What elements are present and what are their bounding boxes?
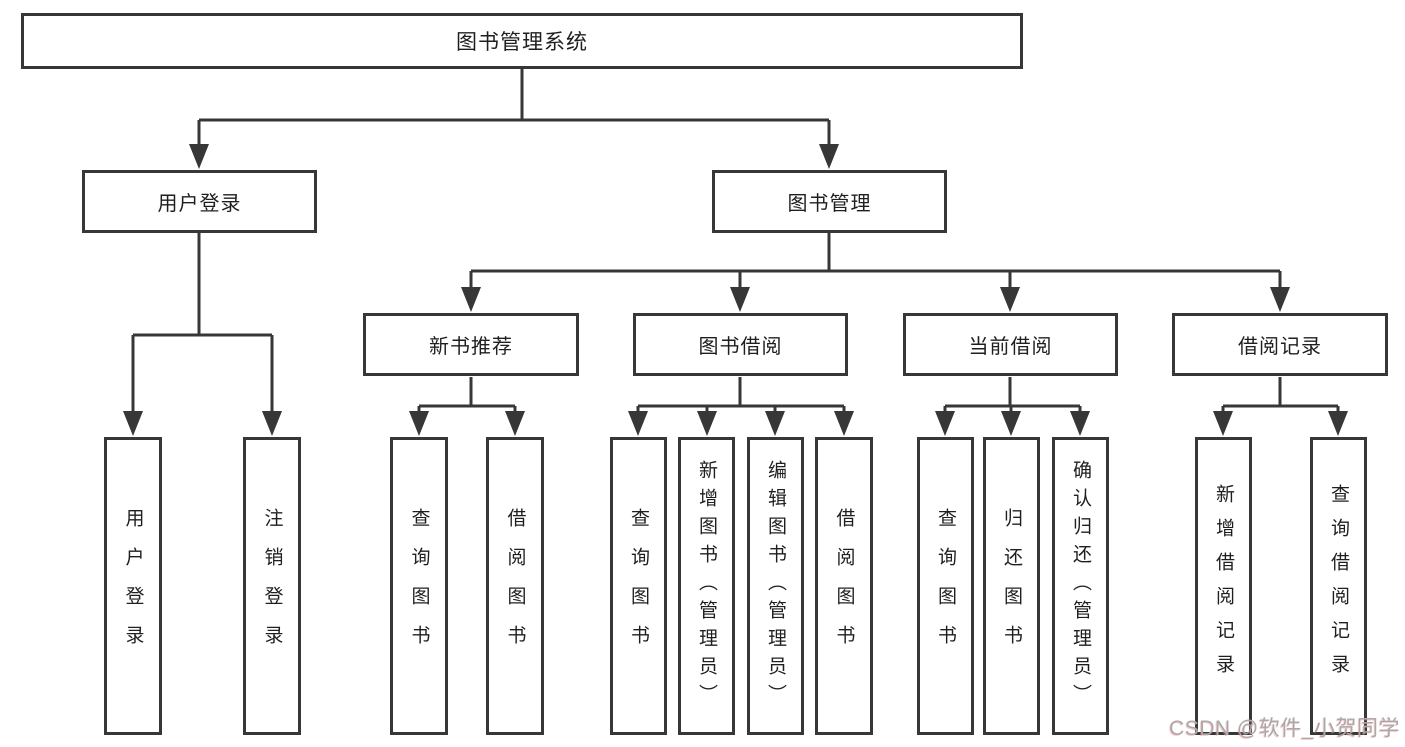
leaf-label: 注销登录 bbox=[261, 508, 283, 664]
connector-book-borrowing bbox=[636, 377, 846, 413]
leaf-edit-book-admin: 编辑图书（管理员） bbox=[747, 437, 804, 735]
leaf-label: 新增借阅记录 bbox=[1213, 484, 1234, 688]
connector-borrowing-records bbox=[1221, 377, 1340, 413]
leaf-user-login: 用户登录 bbox=[104, 437, 162, 735]
connector-current-borrowing bbox=[943, 377, 1082, 413]
node-label: 当前借阅 bbox=[968, 336, 1053, 358]
node-current-borrowing: 当前借阅 bbox=[903, 313, 1118, 376]
leaf-query-books-current: 查询图书 bbox=[917, 437, 974, 735]
leaf-return-books: 归还图书 bbox=[983, 437, 1040, 735]
leaf-confirm-return-admin: 确认归还（管理员） bbox=[1052, 437, 1109, 735]
leaf-label: 借阅图书 bbox=[833, 508, 855, 664]
leaf-add-book-admin: 新增图书（管理员） bbox=[678, 437, 735, 735]
node-user-login: 用户登录 bbox=[82, 170, 317, 233]
leaf-label: 查询借阅记录 bbox=[1328, 484, 1349, 688]
leaf-query-books-recommend: 查询图书 bbox=[390, 437, 448, 735]
leaf-query-borrow-record: 查询借阅记录 bbox=[1310, 437, 1367, 735]
node-borrowing-records: 借阅记录 bbox=[1172, 313, 1388, 376]
leaf-label: 用户登录 bbox=[122, 508, 144, 664]
node-book-management: 图书管理 bbox=[712, 170, 947, 233]
leaf-label: 确认归还（管理员） bbox=[1070, 460, 1091, 712]
arrowheads bbox=[123, 144, 1348, 436]
leaf-label: 查询图书 bbox=[628, 508, 649, 664]
leaf-label: 归还图书 bbox=[1001, 508, 1022, 664]
leaf-logout: 注销登录 bbox=[243, 437, 301, 735]
leaf-label: 新增图书（管理员） bbox=[696, 460, 717, 712]
leaf-add-borrow-record: 新增借阅记录 bbox=[1195, 437, 1252, 735]
leaf-label: 编辑图书（管理员） bbox=[765, 460, 786, 712]
node-label: 图书借阅 bbox=[698, 336, 783, 358]
leaf-label: 借阅图书 bbox=[504, 508, 526, 664]
node-label: 借阅记录 bbox=[1238, 336, 1322, 358]
node-label: 图书管理 bbox=[787, 193, 872, 215]
leaf-borrow-books-recommend: 借阅图书 bbox=[486, 437, 544, 735]
csdn-watermark: CSDN @软件_小贺同学 bbox=[1169, 717, 1400, 740]
leaf-borrow-books: 借阅图书 bbox=[815, 437, 873, 735]
node-book-borrowing: 图书借阅 bbox=[633, 313, 848, 376]
node-label: 用户登录 bbox=[157, 193, 242, 215]
connector-user-login bbox=[131, 233, 274, 413]
leaf-label: 查询图书 bbox=[935, 508, 956, 664]
node-library-management-system: 图书管理系统 bbox=[21, 13, 1023, 69]
node-label: 新书推荐 bbox=[429, 336, 513, 358]
connector-root bbox=[197, 69, 831, 146]
node-label: 图书管理系统 bbox=[456, 31, 588, 54]
leaf-label: 查询图书 bbox=[408, 508, 430, 664]
node-new-book-recommendation: 新书推荐 bbox=[363, 313, 579, 376]
connector-book-management bbox=[469, 233, 1282, 289]
leaf-query-books-borrow: 查询图书 bbox=[610, 437, 667, 735]
connector-new-book-recommendation bbox=[417, 377, 517, 413]
